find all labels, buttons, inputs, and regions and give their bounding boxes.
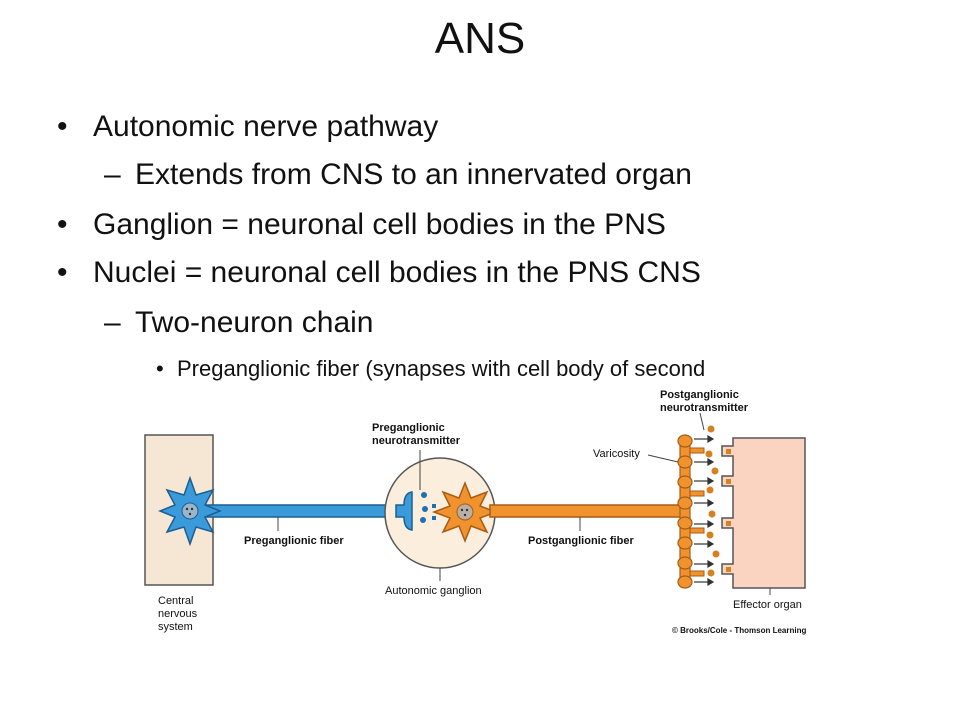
postganglionic-neurotransmitter-dots <box>705 425 720 577</box>
bullet-marker: • <box>57 110 68 143</box>
slide-title: ANS <box>434 14 526 63</box>
varicosities <box>677 434 693 589</box>
bullet-two-neuron-chain: Two-neuron chain <box>135 306 374 339</box>
label-effector-organ: Effector organ <box>733 599 802 611</box>
bullet-autonomic-nerve-pathway: Autonomic nerve pathway <box>93 110 439 143</box>
postganglionic-axon <box>489 504 687 518</box>
autonomic-pathway-diagram: Preganglionic fiber Preganglionic neurot… <box>144 389 806 635</box>
label-postganglionic-fiber: Postganglionic fiber <box>528 535 634 547</box>
label-preganglionic-fiber: Preganglionic fiber <box>244 535 344 547</box>
dash-marker: – <box>104 158 121 191</box>
preganglionic-nucleus <box>181 502 199 520</box>
bullet-nuclei: Nuclei = neuronal cell bodies in the PNS… <box>93 256 701 289</box>
bullet-marker: • <box>156 356 164 381</box>
bullet-extends-from-cns: Extends from CNS to an innervated organ <box>135 158 692 191</box>
bullet-marker: • <box>57 208 68 241</box>
label-preganglionic-neurotransmitter-line2: neurotransmitter <box>372 435 461 447</box>
preganglionic-axon <box>196 504 398 518</box>
label-postganglionic-neurotransmitter-line2: neurotransmitter <box>660 402 749 414</box>
bullet-marker: • <box>57 256 68 289</box>
neurotransmitter-dot <box>421 492 427 498</box>
label-cns-line1: Central <box>158 595 193 607</box>
label-autonomic-ganglion: Autonomic ganglion <box>385 585 482 597</box>
bullet-ganglion: Ganglion = neuronal cell bodies in the P… <box>93 208 666 241</box>
preganglionic-terminal <box>395 491 413 531</box>
release-arrows <box>694 434 715 587</box>
label-preganglionic-neurotransmitter-line1: Preganglionic <box>372 422 445 434</box>
effector-organ <box>721 437 806 589</box>
postganglionic-nucleus <box>456 503 474 521</box>
dash-marker: – <box>104 306 121 339</box>
label-cns-line2: nervous <box>158 608 198 620</box>
bullet-preganglionic-fiber: Preganglionic fiber (synapses with cell … <box>177 356 706 381</box>
label-cns-line3: system <box>158 621 193 633</box>
neurotransmitter-dot <box>420 517 426 523</box>
label-varicosity: Varicosity <box>593 448 640 460</box>
neurotransmitter-dot <box>422 506 428 512</box>
label-postganglionic-neurotransmitter-line1: Postganglionic <box>660 389 739 401</box>
copyright-notice: © Brooks/Cole - Thomson Learning <box>672 626 806 635</box>
